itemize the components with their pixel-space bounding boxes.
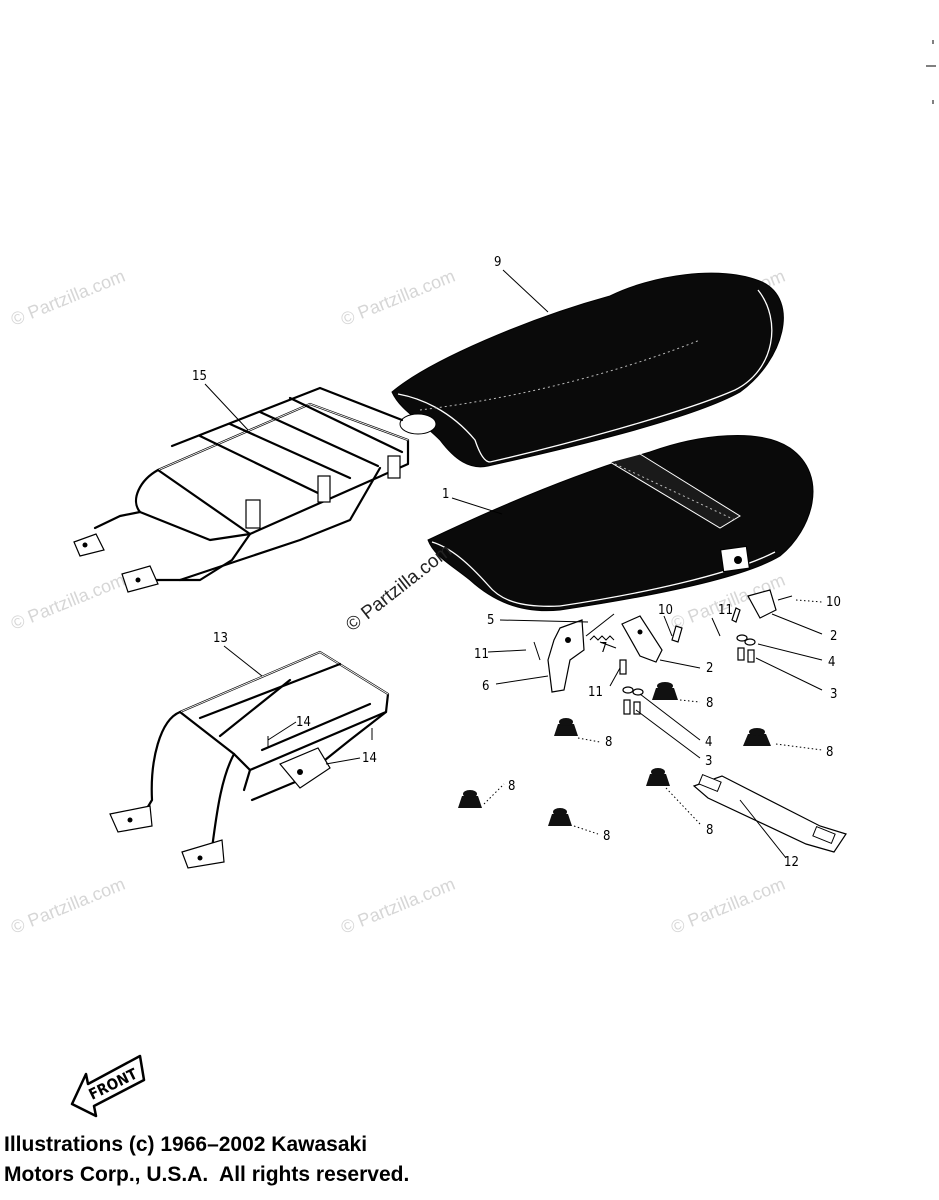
seat-strap [692, 773, 847, 853]
rubber-dampers [458, 682, 771, 826]
callout-8: 8 [706, 696, 713, 711]
watermark-text: © Partzilla.com [338, 266, 458, 330]
dotted-leaders [483, 599, 823, 835]
seat-lower [427, 435, 814, 612]
callout-9: 9 [494, 255, 501, 270]
callout-3: 3 [830, 687, 837, 702]
front-arrow-icon: FRONT [70, 1054, 146, 1118]
callout-5: 5 [487, 613, 494, 628]
center-watermark: © Partzilla.com [342, 541, 456, 636]
callout-2: 2 [830, 629, 837, 644]
carrier-rack-upper [73, 386, 410, 593]
callout-13: 13 [213, 631, 228, 646]
watermark-text: © Partzilla.com [8, 874, 128, 938]
callout-15: 15 [192, 369, 207, 384]
watermark-text: © Partzilla.com [338, 874, 458, 938]
callout-8: 8 [603, 829, 610, 844]
carrier-rack-lower [109, 650, 390, 869]
callout-8: 8 [826, 745, 833, 760]
callout-labels: 9 1 15 13 5 10 11 10 2 11 7 2 4 6 11 3 8… [192, 255, 841, 870]
callout-4: 4 [828, 655, 835, 670]
callout-12: 12 [784, 855, 799, 870]
callout-10: 10 [658, 603, 673, 618]
callout-8: 8 [508, 779, 515, 794]
callout-11: 11 [588, 685, 603, 700]
seat-upper [391, 272, 784, 468]
callout-11: 11 [718, 603, 733, 618]
callout-10: 10 [826, 595, 841, 610]
watermark-text: © Partzilla.com [668, 874, 788, 938]
callout-7: 7 [600, 641, 607, 656]
copyright-notice: Illustrations (c) 1966–2002 Kawasaki Mot… [4, 1130, 409, 1190]
callout-14: 14 [362, 751, 377, 766]
callout-8: 8 [605, 735, 612, 750]
callout-2: 2 [706, 661, 713, 676]
callout-11: 11 [474, 647, 489, 662]
callout-4: 4 [705, 735, 712, 750]
edge-marks [926, 40, 936, 104]
watermark-text: © Partzilla.com [8, 266, 128, 330]
leader-lines [204, 269, 823, 859]
copyright-line-1: Illustrations (c) 1966–2002 Kawasaki [4, 1133, 368, 1156]
watermark-text: © Partzilla.com [8, 570, 128, 634]
copyright-line-2: Motors Corp., U.S.A. All rights reserved… [4, 1163, 410, 1186]
hinge-hardware [533, 589, 793, 715]
callout-8: 8 [706, 823, 713, 838]
callout-14: 14 [296, 715, 311, 730]
callout-6: 6 [482, 679, 489, 694]
callout-3: 3 [705, 754, 712, 769]
callout-1: 1 [442, 487, 449, 502]
